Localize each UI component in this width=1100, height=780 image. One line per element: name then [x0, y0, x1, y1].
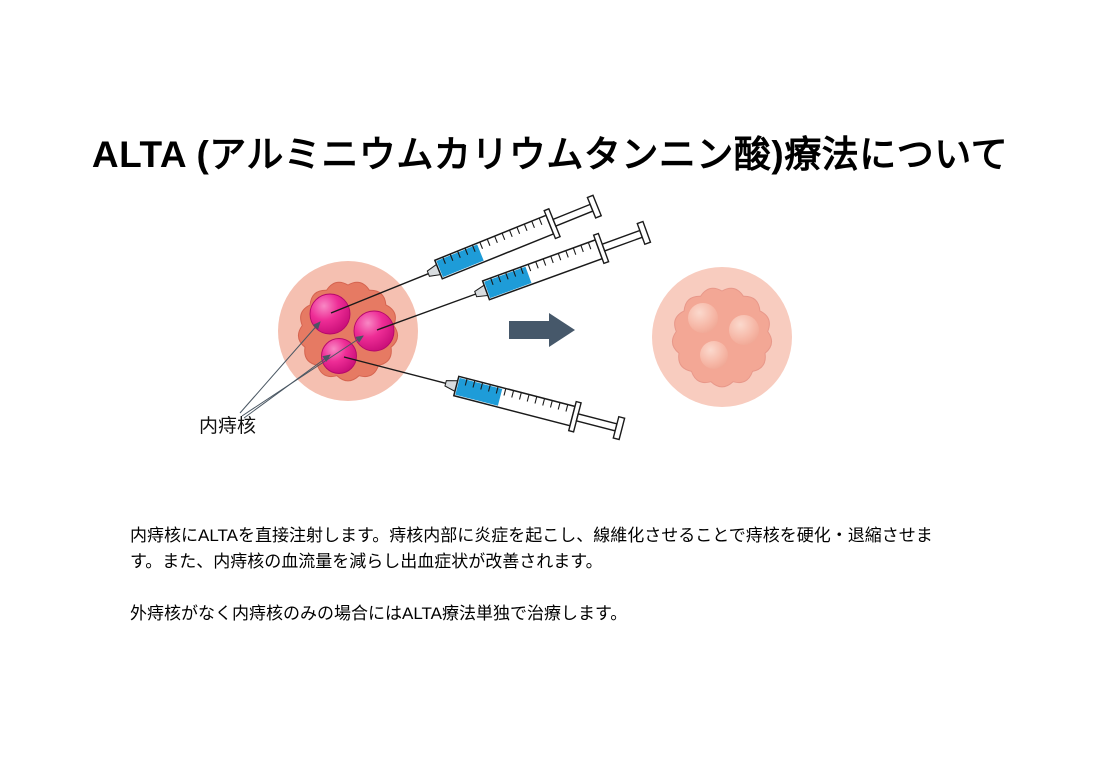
pointer-line — [241, 335, 364, 417]
hemorrhoid-node-1 — [309, 293, 351, 335]
anal-canal-after — [652, 267, 792, 407]
shrunken-node-2 — [729, 315, 759, 345]
shrunken-node-1 — [688, 303, 718, 333]
pointer-line — [239, 321, 321, 414]
hemorrhoid-node-2 — [353, 310, 395, 352]
description-paragraph-2: 外痔核がなく内痔核のみの場合にはALTA療法単独で治療します。 — [130, 604, 628, 623]
description-paragraph-1: 内痔核にALTAを直接注射します。痔核内部に炎症を起こし、線維化させることで痔核… — [130, 526, 933, 571]
page-title: ALTA (アルミニウムカリウムタンニン酸)療法について — [91, 134, 1009, 175]
transition-arrow-icon — [509, 313, 575, 347]
hemorrhoid-node-3 — [321, 338, 357, 374]
pointer-lines — [239, 321, 364, 419]
shrunken-node-3 — [700, 341, 728, 369]
label-naijikaku: 内痔核 — [199, 415, 256, 437]
description-text: 内痔核にALTAを直接注射します。痔核内部に炎症を起こし、線維化させることで痔核… — [130, 523, 942, 627]
anal-canal-before — [278, 261, 418, 401]
pointer-line — [243, 354, 331, 419]
